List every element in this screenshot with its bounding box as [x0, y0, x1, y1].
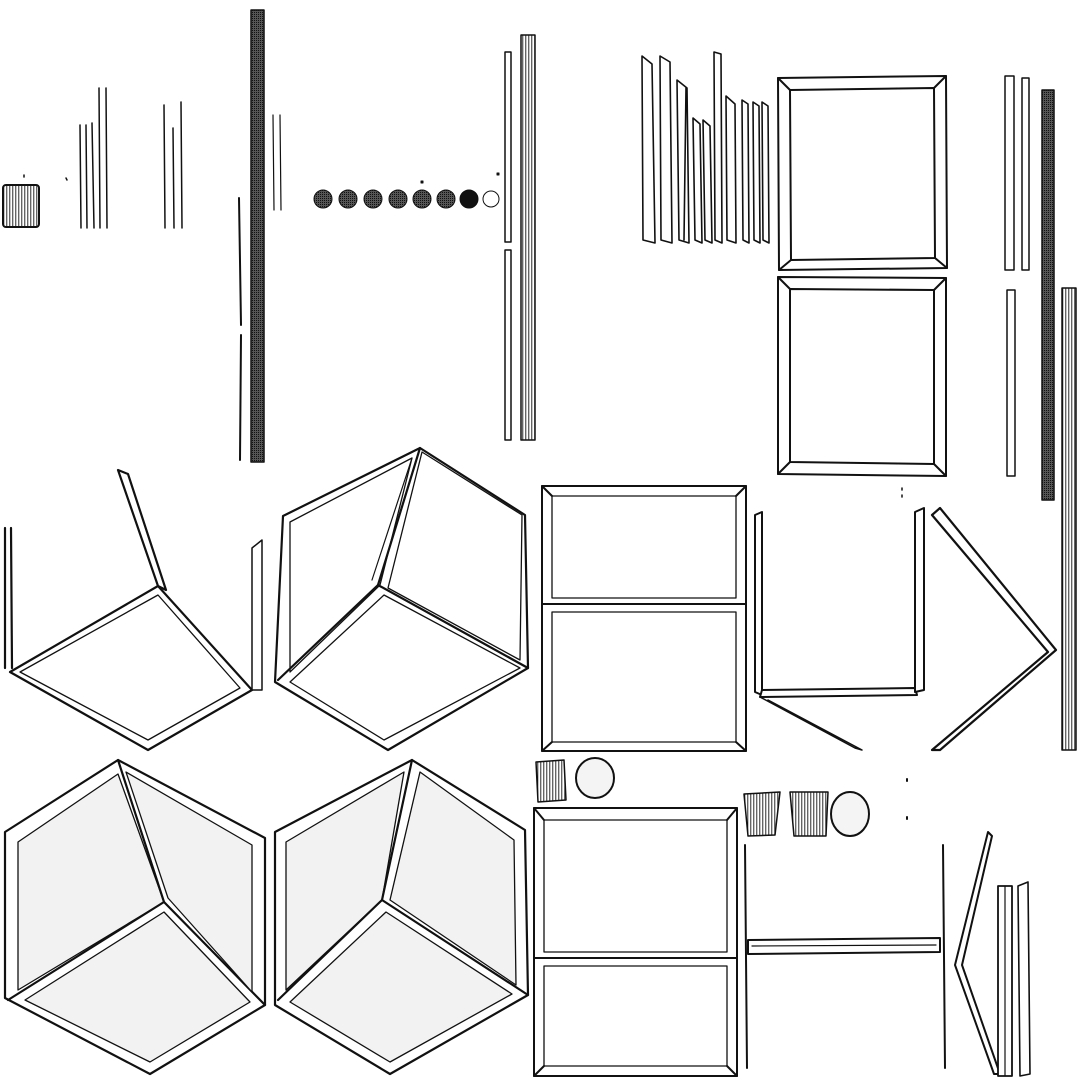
tall-rod-dark [238, 9, 282, 463]
hex-cube-bottom-left [3, 758, 267, 1076]
box-panel-lower [533, 807, 738, 1077]
box-panel-upper [541, 485, 747, 752]
frame-panel-bottom [777, 276, 947, 477]
hex-cube-center [273, 446, 530, 752]
right-rods [901, 75, 1077, 751]
chevron-strip [930, 506, 1058, 752]
disc-a [575, 757, 615, 799]
picket-strips [641, 51, 770, 244]
dot-row [313, 172, 500, 209]
ribbed-cap-b [743, 791, 781, 837]
hex-cube-bottom-center [273, 758, 530, 1076]
disc-b [830, 778, 908, 837]
frame-panel-top [777, 75, 948, 271]
thin-rods-left [23, 87, 183, 229]
ribbed-cap-small [2, 184, 40, 228]
ribbed-cap-c [789, 791, 829, 837]
ribbed-cap-a [535, 759, 567, 803]
open-frame-middle [754, 507, 925, 751]
hex-open-left [3, 468, 263, 752]
bottom-right-chevron [954, 831, 1031, 1077]
tall-rods-middle [504, 34, 536, 441]
h-frame [744, 844, 946, 1069]
